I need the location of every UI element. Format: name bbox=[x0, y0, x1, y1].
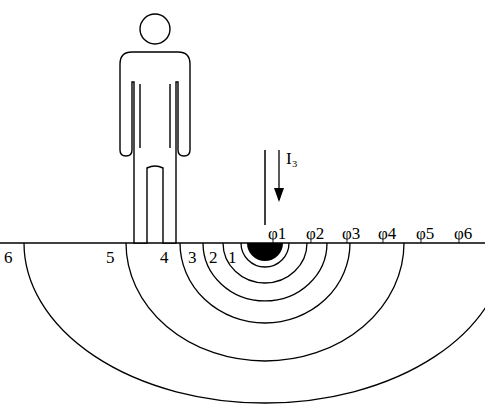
zone-number: 4 bbox=[160, 249, 169, 266]
arrow-head bbox=[274, 188, 284, 202]
equipotential-arc bbox=[223, 243, 307, 283]
current-label: I₃ bbox=[286, 150, 298, 167]
zone-number: 2 bbox=[209, 249, 218, 266]
potential-label: φ6 bbox=[454, 225, 472, 242]
zone-number: 3 bbox=[188, 249, 197, 266]
potential-label: φ5 bbox=[416, 225, 434, 242]
potential-label: φ2 bbox=[306, 225, 324, 242]
zone-number: 6 bbox=[4, 249, 13, 266]
zone-number: 1 bbox=[228, 249, 237, 266]
equipotential-arc bbox=[203, 243, 327, 301]
potential-label: φ3 bbox=[342, 225, 360, 242]
wire bbox=[264, 150, 266, 225]
equipotential-arc bbox=[180, 243, 350, 323]
electrode bbox=[247, 243, 283, 261]
electrode-top bbox=[256, 244, 274, 245]
equipotential-arc bbox=[126, 243, 404, 361]
ground-line bbox=[0, 242, 485, 244]
person bbox=[120, 14, 190, 243]
potential-label: φ1 bbox=[268, 225, 286, 242]
equipotential-arc bbox=[241, 243, 289, 267]
potential-label: φ4 bbox=[378, 225, 396, 242]
zone-number: 5 bbox=[106, 249, 115, 266]
equipotential-arc bbox=[24, 243, 485, 403]
